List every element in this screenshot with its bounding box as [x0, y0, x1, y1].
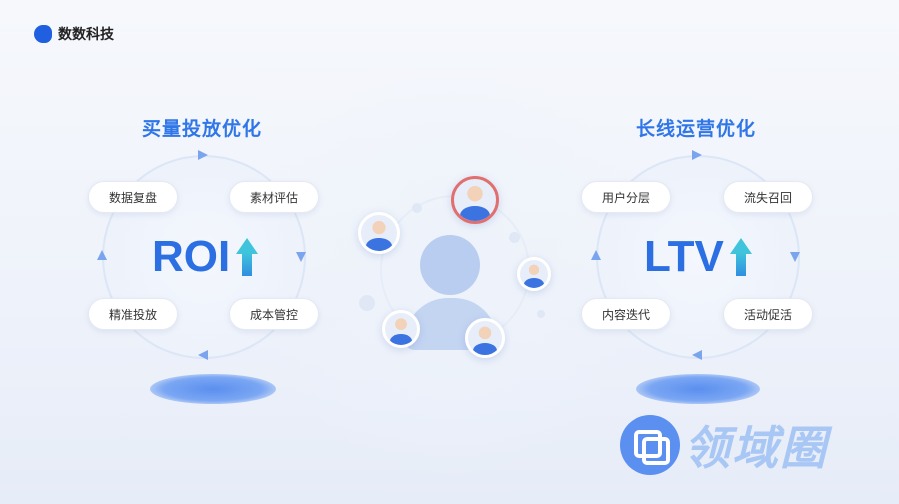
- arrow-up-icon: [236, 238, 259, 276]
- user-avatar: [358, 212, 400, 254]
- watermark-logo-icon: [620, 415, 680, 475]
- cycle-arrow-icon: [198, 150, 208, 160]
- decor-dot: [359, 295, 375, 311]
- cycle-arrow-icon: [692, 350, 702, 360]
- decor-dot: [537, 310, 545, 318]
- arrow-up-icon: [729, 238, 752, 276]
- decor-dot: [509, 232, 520, 243]
- roi-label: ROI: [152, 232, 231, 281]
- group-avatar: [451, 176, 499, 224]
- watermark-text: 领域圈: [684, 421, 828, 475]
- brand-name: 数数科技: [58, 27, 114, 43]
- left-item-precise-delivery: 精准投放: [88, 298, 178, 330]
- roi-metric: ROI: [152, 232, 259, 282]
- user-avatar: [382, 310, 420, 348]
- cycle-arrow-icon: [198, 350, 208, 360]
- watermark: 领域圈: [620, 412, 828, 478]
- right-item-event-activation: 活动促活: [723, 298, 813, 330]
- left-item-data-review: 数据复盘: [88, 181, 178, 213]
- cycle-arrow-icon: [692, 150, 702, 160]
- brand-logo: 数数科技: [34, 24, 114, 44]
- right-item-user-segment: 用户分层: [581, 181, 671, 213]
- brain-icon: [34, 25, 52, 43]
- cycle-arrow-icon: [296, 252, 306, 262]
- ltv-metric: LTV: [644, 232, 752, 282]
- right-item-churn-recall: 流失召回: [723, 181, 813, 213]
- left-platform: [150, 374, 276, 404]
- user-avatar: [465, 318, 505, 358]
- ltv-label: LTV: [644, 232, 724, 281]
- user-avatar: [517, 257, 551, 291]
- right-platform: [636, 374, 760, 404]
- decor-dot: [412, 203, 422, 213]
- right-item-content-iteration: 内容迭代: [581, 298, 671, 330]
- cycle-arrow-icon: [591, 250, 601, 260]
- left-item-cost-control: 成本管控: [229, 298, 319, 330]
- user-silhouette-head: [420, 235, 480, 295]
- cycle-arrow-icon: [790, 252, 800, 262]
- left-item-creative-eval: 素材评估: [229, 181, 319, 213]
- right-title: 长线运营优化: [636, 118, 757, 140]
- cycle-arrow-icon: [97, 250, 107, 260]
- left-title: 买量投放优化: [142, 118, 263, 140]
